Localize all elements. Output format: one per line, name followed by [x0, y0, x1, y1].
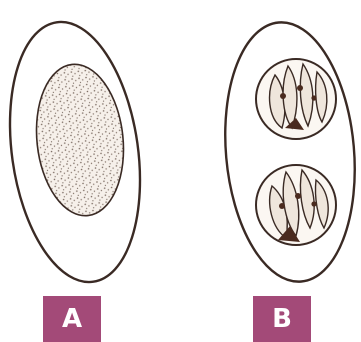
label-a-text: A: [62, 304, 82, 334]
cell-b-sporocyst-upper: [256, 59, 336, 139]
cell-a: [0, 14, 156, 291]
label-a: A: [43, 296, 101, 342]
label-b: B: [253, 296, 311, 342]
cell-b-shell: [215, 17, 361, 287]
label-b-text: B: [272, 304, 292, 334]
cell-b: [215, 17, 361, 287]
cell-b-sporocyst-lower: [256, 165, 336, 245]
cell-a-nucleus: [29, 60, 130, 220]
